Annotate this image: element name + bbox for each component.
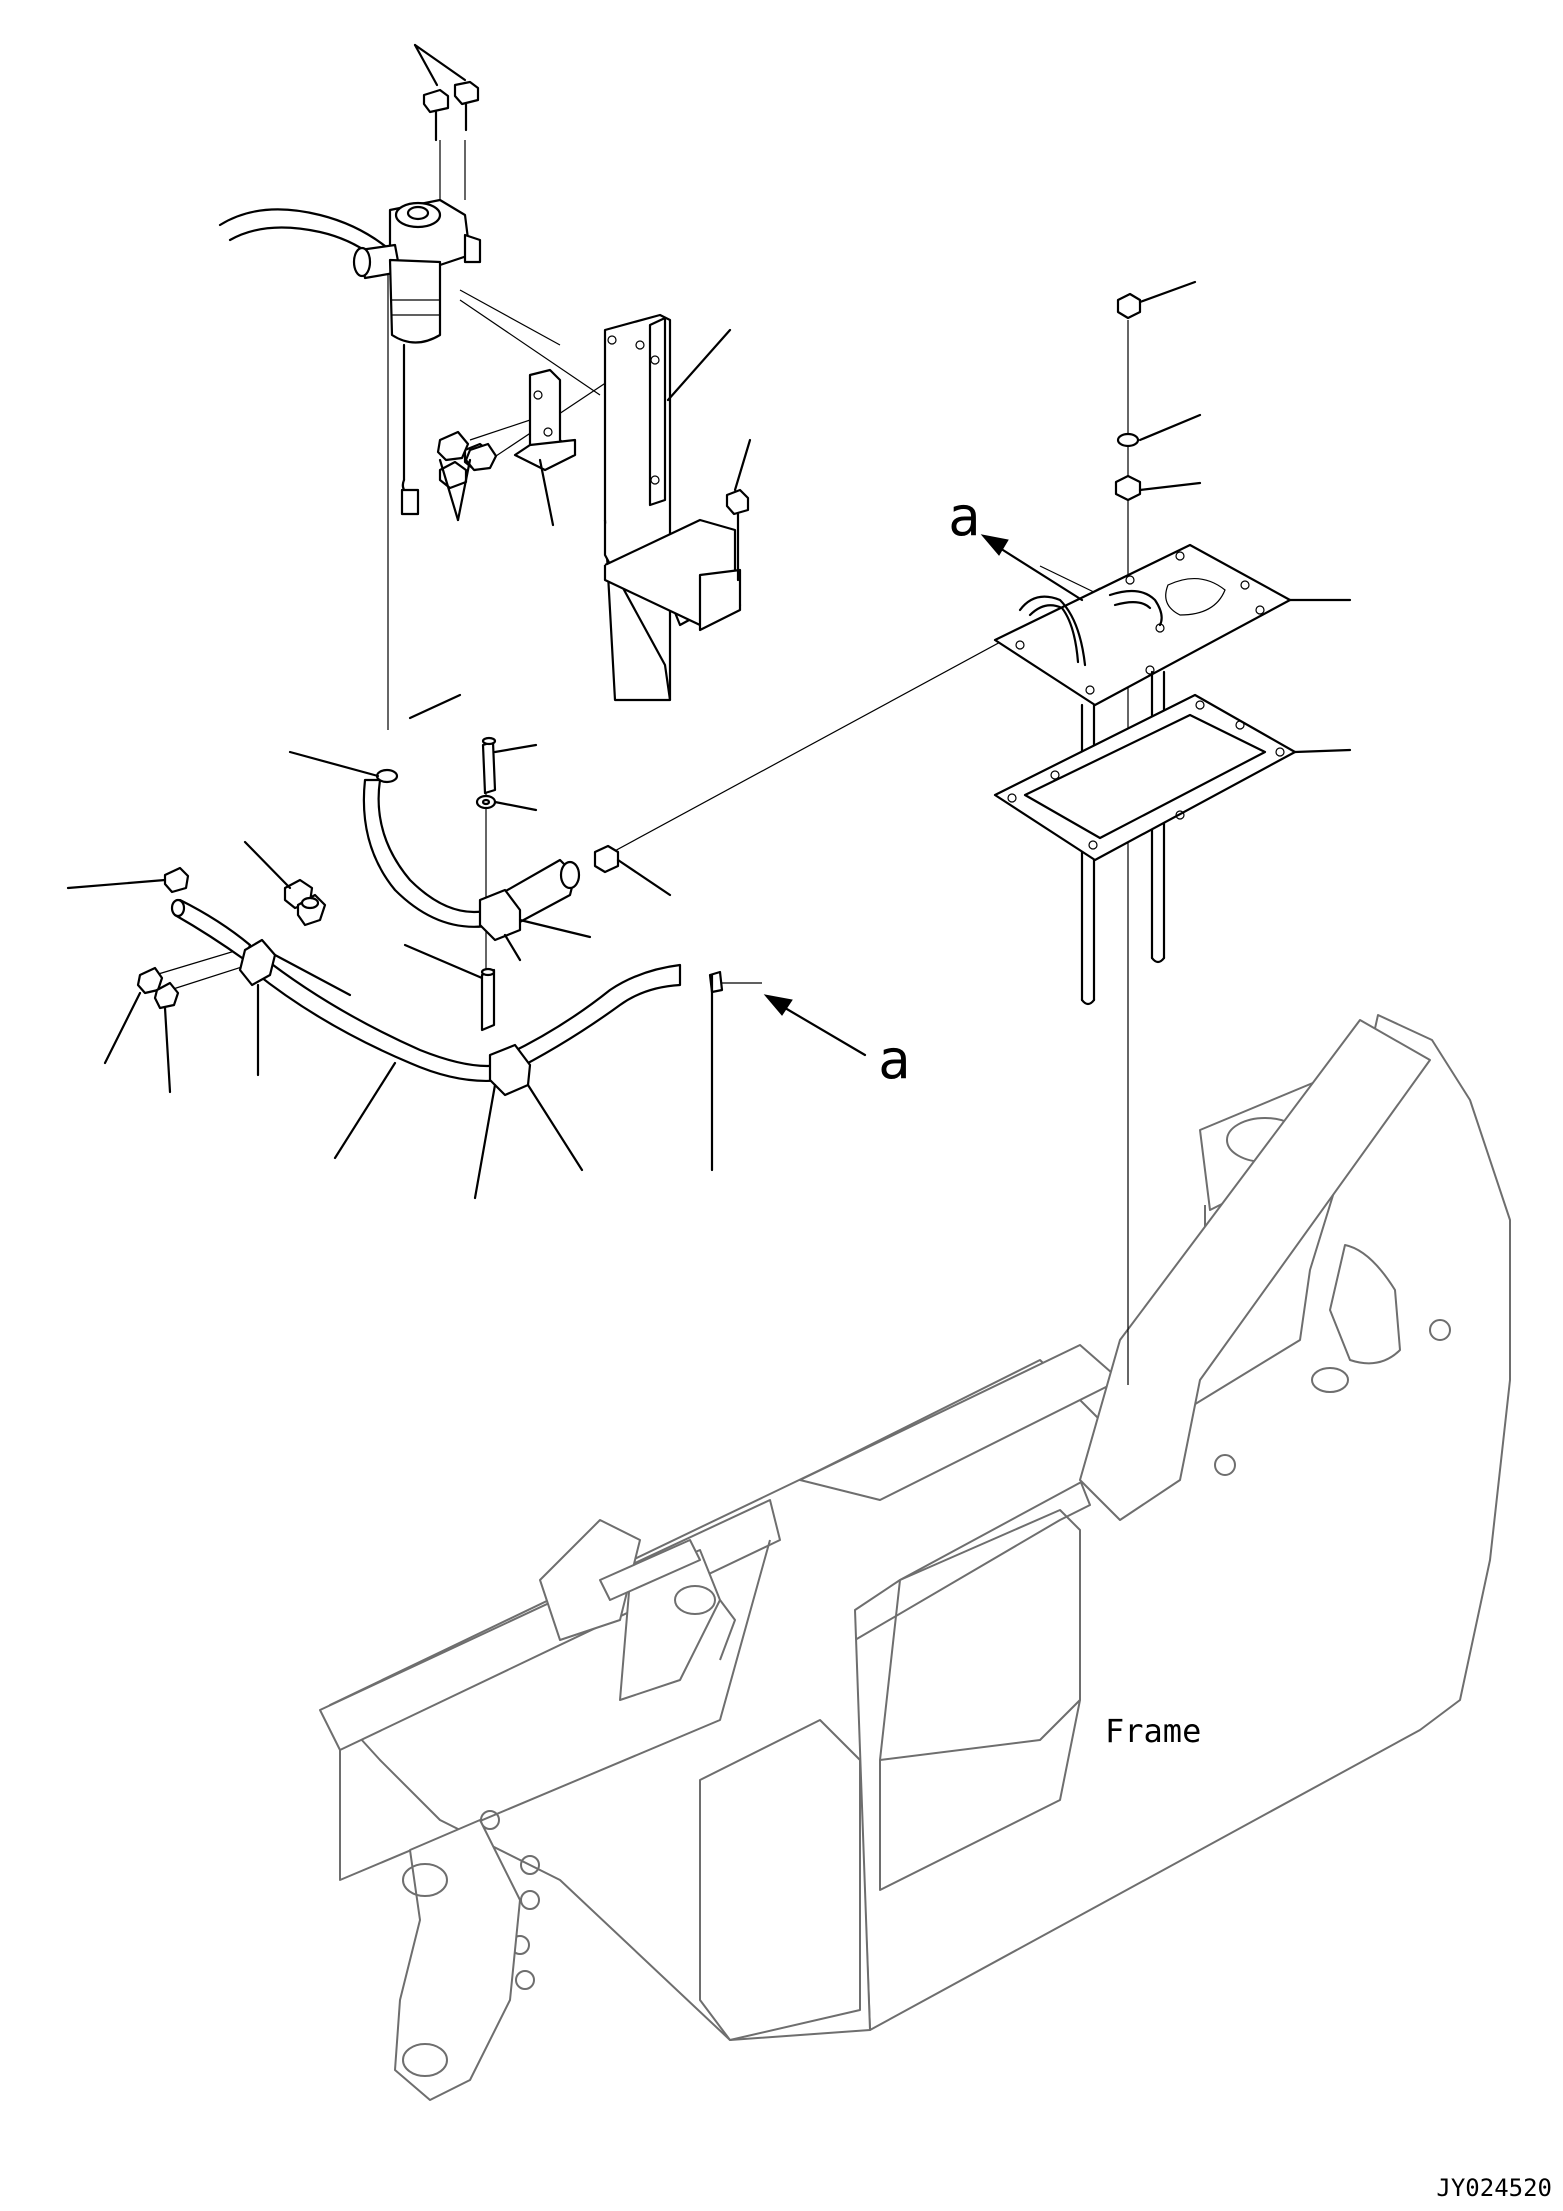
bracket-small xyxy=(513,368,577,472)
view-a-arrow-bottom: a xyxy=(763,994,911,1091)
view-a-label-bottom: a xyxy=(878,1028,911,1091)
drawing-number: JY024520 xyxy=(1436,2174,1552,2202)
view-a-label-top: a xyxy=(948,485,981,548)
bolts-left-mount xyxy=(436,430,750,582)
view-a-arrow-top: a xyxy=(948,485,1084,602)
hose-lower xyxy=(170,898,682,1097)
clamps-and-fittings xyxy=(136,736,724,1032)
frame-label: Frame xyxy=(1105,1712,1201,1750)
gasket xyxy=(993,693,1297,862)
bracket-large xyxy=(603,313,742,702)
fuel-sender-unit xyxy=(218,198,482,516)
frame-body: Frame xyxy=(319,1014,1511,2101)
cover-bolts xyxy=(1114,292,1142,502)
leader-lines xyxy=(66,43,1352,1200)
hose-upper xyxy=(362,768,620,942)
